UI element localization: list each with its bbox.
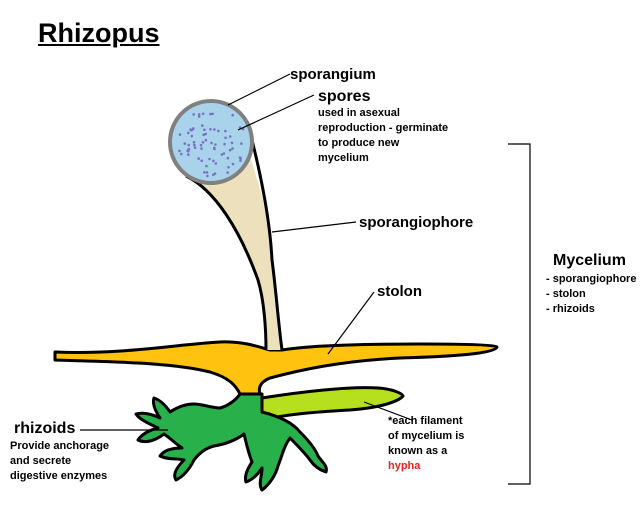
spore-dot (187, 147, 191, 151)
spore-dot (220, 153, 224, 156)
spore-dot (202, 133, 205, 137)
spore-dot (209, 128, 212, 131)
spore-dot (203, 170, 206, 174)
hypha-term: hypha (388, 460, 421, 472)
spore-dot (192, 127, 195, 130)
spore-dot (183, 142, 187, 145)
spore-dot (230, 141, 234, 145)
spore-dot (200, 159, 203, 162)
sporangium-label: sporangium (290, 66, 376, 83)
rhizoid-shape (134, 392, 328, 492)
spores-label: spores (318, 88, 371, 105)
spore-dot (205, 164, 208, 168)
spore-dot (211, 112, 214, 116)
stolon-leader (327, 291, 375, 355)
spore-dot (187, 143, 190, 147)
spore-dot (204, 132, 207, 136)
spore-dot (208, 157, 211, 161)
stolon-shape (53, 340, 499, 396)
spore-dot (240, 142, 243, 145)
page-title: Rhizopus (38, 18, 160, 48)
spore-dot (187, 131, 190, 135)
spore-dot (178, 133, 182, 136)
hypha-leader (363, 401, 413, 421)
spore-dot (239, 159, 242, 162)
spore-dot (223, 142, 226, 146)
spore-dot (214, 143, 217, 146)
spore-dot (186, 150, 190, 153)
spore-dot (231, 147, 234, 150)
spore-dots (178, 112, 245, 178)
spore-dot (231, 162, 235, 166)
spore-dot (209, 112, 212, 116)
spore-dot (224, 136, 227, 140)
spore-dot (200, 147, 203, 150)
spore-dot (178, 149, 181, 153)
spore-dot (224, 129, 227, 133)
spore-dot (231, 113, 234, 117)
rhizoids-label: rhizoids (14, 420, 76, 437)
spores-leader (237, 94, 315, 131)
spores-note: used in asexual reproduction - germinate… (318, 107, 449, 164)
spore-dot (204, 138, 208, 142)
spore-dot (222, 152, 226, 155)
spore-dot (197, 115, 201, 118)
spore-dot (192, 140, 196, 144)
sporangiophore-label: sporangiophore (359, 214, 474, 231)
spore-dot (192, 113, 195, 116)
spore-dot (197, 113, 201, 116)
hypha-branch-shape (260, 386, 405, 422)
spore-dot (213, 172, 217, 175)
spore-dot (210, 141, 213, 145)
spore-dot (201, 141, 205, 144)
spore-dot (226, 156, 230, 160)
spore-dot (213, 128, 216, 131)
spore-dot (228, 148, 232, 152)
spore-dot (212, 159, 215, 163)
mycelium-part-sporangiophore: - sporangiophore (546, 273, 637, 285)
spore-dot (199, 143, 203, 147)
sporangium-leader (227, 73, 291, 106)
mycelium-part-rhizoids: - rhizoids (546, 303, 595, 315)
spore-dot (206, 174, 209, 178)
mycelium-bracket (508, 143, 531, 485)
spore-dot (227, 166, 230, 169)
spore-dot (228, 135, 232, 138)
sporangiophore-leader (271, 221, 357, 233)
stolon-label: stolon (377, 283, 422, 300)
spore-dot (197, 157, 200, 160)
spore-dot (201, 112, 205, 116)
spore-dot (193, 146, 197, 149)
spore-dot (226, 171, 229, 174)
sporangiophore-outline-right (250, 139, 284, 351)
spore-dot (217, 129, 220, 133)
mycelium-part-stolon: - stolon (546, 288, 586, 300)
spore-dot (180, 152, 183, 156)
spore-dot (239, 156, 242, 160)
spore-dot (190, 134, 194, 138)
spore-dot (193, 143, 196, 147)
mycelium-label: Mycelium (553, 252, 626, 269)
spore-dot (189, 128, 192, 131)
hypha-note: *each filament of mycelium is known as a (388, 415, 465, 457)
spore-dot (213, 146, 216, 150)
spore-dot (203, 128, 206, 131)
spore-dot (187, 153, 190, 156)
spore-dot (201, 124, 204, 127)
spore-dot (214, 162, 218, 165)
spore-dot (205, 171, 209, 174)
rhizoids-note: Provide anchorage and secrete digestive … (10, 440, 110, 482)
sporangiophore-outline-left (185, 174, 268, 351)
